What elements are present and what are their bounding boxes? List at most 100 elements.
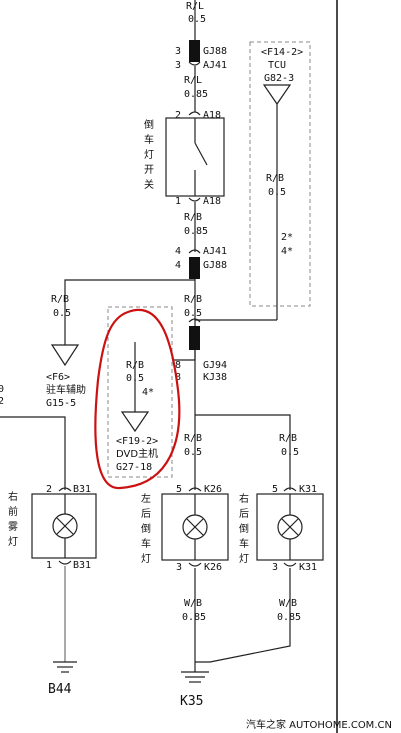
- fog-label-1: 右: [8, 490, 18, 503]
- connector-block-2: [189, 257, 200, 279]
- lr-label-2: 后: [141, 508, 151, 520]
- dvd-wire-gauge: 0.5: [126, 373, 144, 384]
- wire-to-f6: [64, 279, 195, 345]
- rr-label-5: 灯: [239, 553, 249, 565]
- lr-pin-bottom: 3: [176, 562, 182, 573]
- conn3-arc: [188, 318, 201, 323]
- tcu-ref: <F14-2>: [261, 47, 303, 58]
- bulb-cross: [281, 518, 299, 536]
- tcu-terminal-triangle: [262, 84, 292, 106]
- conn2-id-top: AJ41: [203, 246, 227, 257]
- wire2-gauge: 0.85: [184, 89, 208, 100]
- conn2-pin-bottom: 4: [175, 260, 181, 271]
- rr-id-bottom: K31: [299, 562, 317, 573]
- wire-mid-gauge: 0.5: [184, 308, 202, 319]
- tcu-wire-color: R/B: [266, 173, 284, 184]
- rr-pin-top: 5: [272, 484, 278, 495]
- tcu-pin-b: 4*: [281, 246, 293, 257]
- tcu-dashed-box: [249, 41, 311, 307]
- left-rear-wire-gauge: 0.5: [184, 447, 202, 458]
- f6-code: G15-5: [46, 398, 76, 409]
- bulb-cross: [56, 517, 74, 535]
- fog-arc-bottom: [58, 560, 72, 565]
- conn3-id-bottom: KJ38: [203, 372, 227, 383]
- wire-to-right-rear: [195, 414, 291, 490]
- rr-label-4: 车: [239, 537, 249, 550]
- lr-label-1: 左: [141, 492, 151, 505]
- rr-pin-bottom: 3: [272, 562, 278, 573]
- wire2-color: R/L: [184, 75, 202, 86]
- lr-arc-bottom: [188, 562, 202, 567]
- switch-label-3: 灯: [144, 149, 154, 161]
- rr-wire-bot-color: W/B: [279, 598, 297, 609]
- conn2-arc: [188, 249, 201, 254]
- lr-label-3: 倒: [141, 523, 151, 535]
- switch-label-2: 车: [144, 133, 154, 146]
- lr-wire-bot-gauge: 0.85: [182, 612, 206, 623]
- lr-label-5: 灯: [141, 553, 151, 565]
- switch-arc-bottom: [188, 197, 201, 202]
- conn2-id-bottom: GJ88: [203, 260, 227, 271]
- wire-left-color: R/B: [51, 294, 69, 305]
- switch-id-top: A18: [203, 110, 221, 121]
- ground-k35-id: K35: [180, 694, 203, 709]
- tcu-name: TCU: [268, 60, 286, 71]
- switch-label-4: 开: [144, 165, 154, 176]
- red-highlight-circle: [94, 308, 181, 490]
- connector-block-3: [189, 326, 200, 350]
- conn1-pin-bottom: 3: [175, 60, 181, 71]
- watermark-text: 汽车之家 AUTOHOME.COM.CN: [246, 718, 392, 731]
- tcu-code: G82-3: [264, 73, 294, 84]
- dvd-ref: <F19-2>: [116, 436, 158, 447]
- tcu-wire-gauge: 0.5: [268, 187, 286, 198]
- switch-arc-top: [188, 111, 201, 116]
- rr-id-top: K31: [299, 484, 317, 495]
- edge-left-a: 0: [0, 384, 4, 395]
- switch-lever: [194, 142, 208, 166]
- switch-pin-bottom: 1: [175, 196, 181, 207]
- right-rear-wire-color: R/B: [279, 433, 297, 444]
- left-rear-wire-color: R/B: [184, 433, 202, 444]
- conn1-id-top: GJ88: [203, 46, 227, 57]
- conn3-pin-b: 8: [175, 372, 181, 383]
- fog-arc-top: [58, 487, 72, 492]
- rr-wire-bot-gauge: 0.85: [277, 612, 301, 623]
- top-wire-gauge: 0.5: [188, 14, 206, 25]
- tcu-pin-a: 2*: [281, 232, 293, 243]
- wire3-color: R/B: [184, 212, 202, 223]
- conn2-pin-top: 4: [175, 246, 181, 257]
- conn3-pin-a: 8: [175, 360, 181, 371]
- conn3-id-top: GJ94: [203, 360, 227, 371]
- dvd-code: G27-18: [116, 462, 152, 473]
- right-rear-wire-gauge: 0.5: [281, 447, 299, 458]
- rr-arc-top: [283, 487, 297, 492]
- rr-arc-bottom: [283, 562, 297, 567]
- conn1-pin-top: 3: [175, 46, 181, 57]
- f6-ref: <F6>: [46, 372, 70, 383]
- bulb-cross: [186, 518, 204, 536]
- wire-to-fog: [0, 416, 66, 490]
- fog-pin-top: 2: [46, 484, 52, 495]
- wire-left-gauge: 0.5: [53, 308, 71, 319]
- switch-id-bottom: A18: [203, 196, 221, 207]
- rr-label-1: 右: [239, 492, 249, 505]
- lr-arc-top: [188, 487, 202, 492]
- connector-block-1: [189, 40, 200, 62]
- dvd-terminal-triangle: [120, 411, 150, 433]
- conn1-id-bottom: AJ41: [203, 60, 227, 71]
- rr-label-3: 倒: [239, 523, 249, 535]
- lr-pin-top: 5: [176, 484, 182, 495]
- fog-ground-id: B44: [48, 682, 72, 697]
- dvd-wire-color: R/B: [126, 360, 144, 371]
- wire-to-dvd-stub: [172, 350, 196, 361]
- wire-rr-ground: [195, 568, 291, 663]
- lr-wire-bot-color: W/B: [184, 598, 202, 609]
- fog-id-bottom: B31: [73, 560, 91, 571]
- fog-label-2: 前: [8, 505, 18, 518]
- switch-label-5: 关: [144, 178, 154, 191]
- wire3-gauge: 0.85: [184, 226, 208, 237]
- rr-label-2: 后: [239, 508, 249, 520]
- lr-id-bottom: K26: [204, 562, 222, 573]
- lr-id-top: K26: [204, 484, 222, 495]
